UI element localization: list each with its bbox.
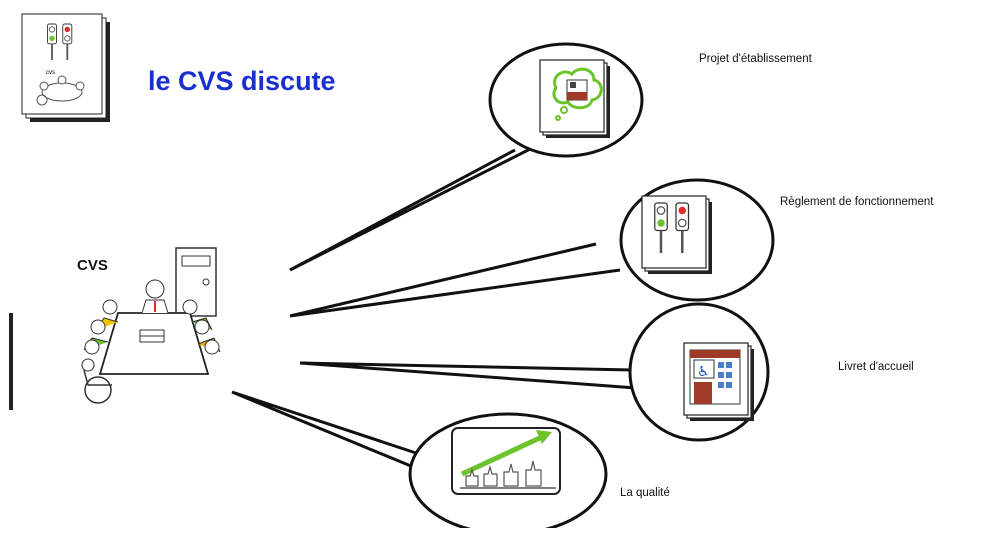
cvs-label: CVS	[77, 257, 108, 274]
bubble-projet-etablissement	[488, 42, 644, 158]
svg-text:cvs: cvs	[46, 70, 55, 76]
svg-text:♿: ♿	[697, 364, 710, 380]
topic-label-projet-etablissement: Projet d'établissement	[699, 53, 812, 65]
page-title: le CVS discute	[148, 66, 336, 96]
bubble-la-qualite	[408, 412, 608, 533]
bubble-reglement-fonctionnement	[619, 178, 775, 302]
topic-label-livret-accueil: Livret d'accueil	[838, 361, 914, 373]
thought-bubble-building-icon	[552, 67, 603, 121]
cvs-meeting-illustration	[81, 247, 221, 404]
accessible-building-icon: ♿	[689, 349, 741, 405]
topic-label-reglement-fonctionnement: Règlement de fonctionnement	[780, 196, 934, 208]
cvs-document-icon: cvs	[21, 13, 110, 122]
connector-lines	[231, 138, 637, 478]
bubble-livret-accueil: ♿	[628, 302, 770, 442]
left-edge-bar	[9, 313, 13, 410]
topic-label-la-qualite: La qualité	[620, 487, 670, 499]
